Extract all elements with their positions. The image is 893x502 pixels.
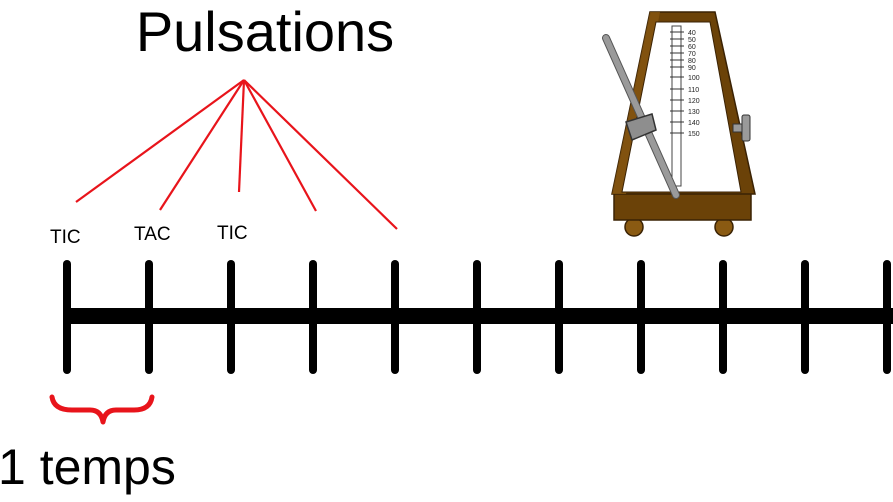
one-beat-brace — [49, 394, 155, 425]
pointer-line-3 — [237, 79, 246, 193]
metronome-scale-label: 50 — [688, 37, 696, 44]
metronome-base — [613, 191, 752, 221]
beat-label-tac: TAC — [134, 224, 171, 245]
beat-label-tic-1: TIC — [50, 227, 81, 248]
metronome-winding-key — [732, 114, 751, 142]
metronome-scale-label: 60 — [688, 44, 696, 51]
pointer-line-2 — [159, 79, 245, 211]
metronome-pendulum-rod-fill — [603, 35, 679, 198]
metronome-scale-label: 150 — [688, 131, 700, 138]
pointer-line-5 — [243, 79, 398, 230]
metronome-scale-label: 130 — [688, 109, 700, 116]
metronome-scale-stripe — [671, 25, 682, 187]
beat-label-tic-2: TIC — [217, 223, 248, 244]
timeline-ticks — [63, 260, 891, 374]
metronome-scale-label: 70 — [688, 51, 696, 58]
pulse-pointer-lines — [75, 79, 398, 230]
metronome-scale-label: 140 — [688, 120, 700, 127]
metronome-scale-label: 40 — [688, 30, 696, 37]
pointer-line-1 — [75, 79, 245, 203]
unit-label: 1 temps — [0, 439, 176, 495]
metronome-pendulum-weight — [625, 113, 657, 142]
metronome-scale-label: 110 — [688, 87, 699, 94]
metronome-scale-label: 120 — [688, 98, 700, 105]
pointer-line-4 — [243, 79, 317, 212]
metronome-scale-label: 90 — [688, 65, 696, 72]
page-title: Pulsations — [135, 0, 395, 63]
metronome-scale-label: 100 — [688, 75, 700, 82]
metronome-scale-label: 80 — [688, 58, 696, 65]
